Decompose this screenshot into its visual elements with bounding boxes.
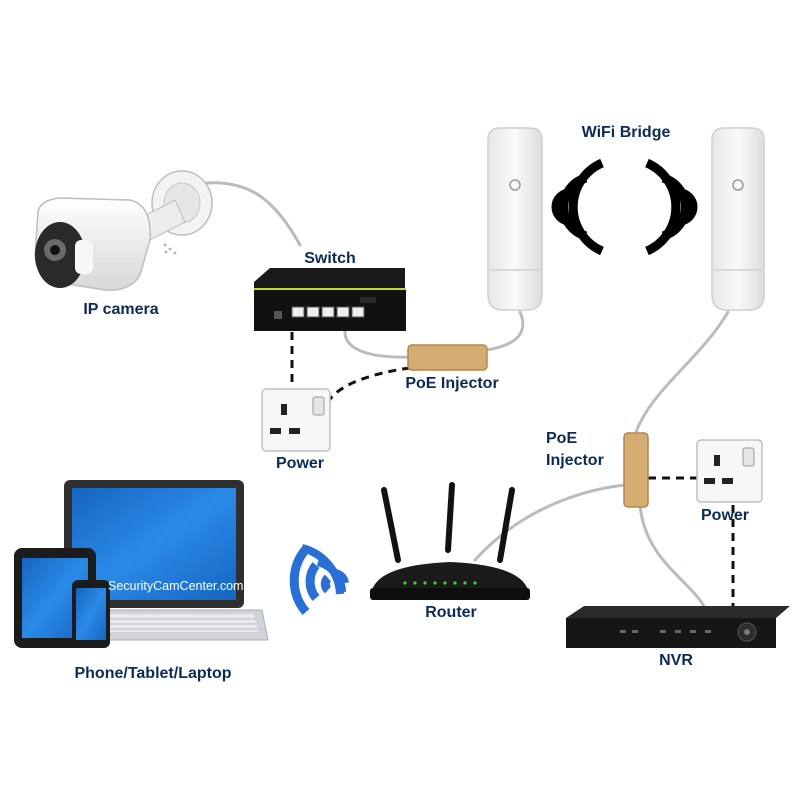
network-switch-icon	[254, 268, 406, 331]
label-router: Router	[425, 604, 477, 621]
poe-injector-top-icon	[407, 344, 488, 371]
label-power-right: Power	[700, 507, 750, 524]
wifi-bridge-signal-left-icon	[551, 158, 604, 256]
cable-camera-to-switch	[203, 181, 302, 247]
label-poe-injector-right: PoE Injector	[546, 428, 604, 472]
cable-injector-to-bridge-left	[484, 310, 525, 352]
cable-injector-to-nvr	[638, 503, 707, 610]
wifi-router-icon	[370, 482, 530, 600]
wall-socket-top-icon	[261, 388, 331, 452]
power-cables	[290, 332, 735, 612]
label-poe-injector-right-line1: PoE	[546, 430, 578, 447]
poe-injector-right-icon	[623, 432, 649, 508]
label-client-devices: Phone/Tablet/Laptop	[74, 665, 232, 682]
wifi-bridge-antenna-left-icon	[487, 127, 543, 311]
label-nvr: NVR	[659, 652, 693, 669]
wall-socket-right-icon	[696, 439, 763, 503]
wifi-bridge-signal-right-icon	[645, 158, 698, 256]
laptop-screen-url: SecurityCamCenter.com	[108, 579, 244, 593]
cable-switch-to-injector	[343, 330, 412, 359]
cable-bridge-right-to-injector	[633, 310, 730, 437]
label-power-top: Power	[275, 455, 325, 472]
laptop-icon	[43, 480, 269, 641]
label-poe-injector-top: PoE Injector	[405, 375, 499, 392]
wifi-bridge-antenna-right-icon	[711, 127, 765, 311]
label-wifi-bridge: WiFi Bridge	[581, 124, 671, 141]
wifi-signal-arcs	[289, 546, 332, 615]
cable-injector-to-router	[473, 483, 627, 562]
label-ip-camera: IP camera	[83, 301, 159, 318]
label-switch: Switch	[304, 250, 356, 267]
phone-icon	[72, 580, 110, 648]
power-cable-injector-top	[326, 366, 411, 403]
nvr-recorder-icon	[566, 606, 790, 648]
ip-camera-icon	[34, 170, 213, 291]
label-poe-injector-right-line2: Injector	[546, 452, 604, 469]
wifi-signal-icon	[300, 544, 349, 595]
ethernet-cables	[203, 181, 730, 610]
